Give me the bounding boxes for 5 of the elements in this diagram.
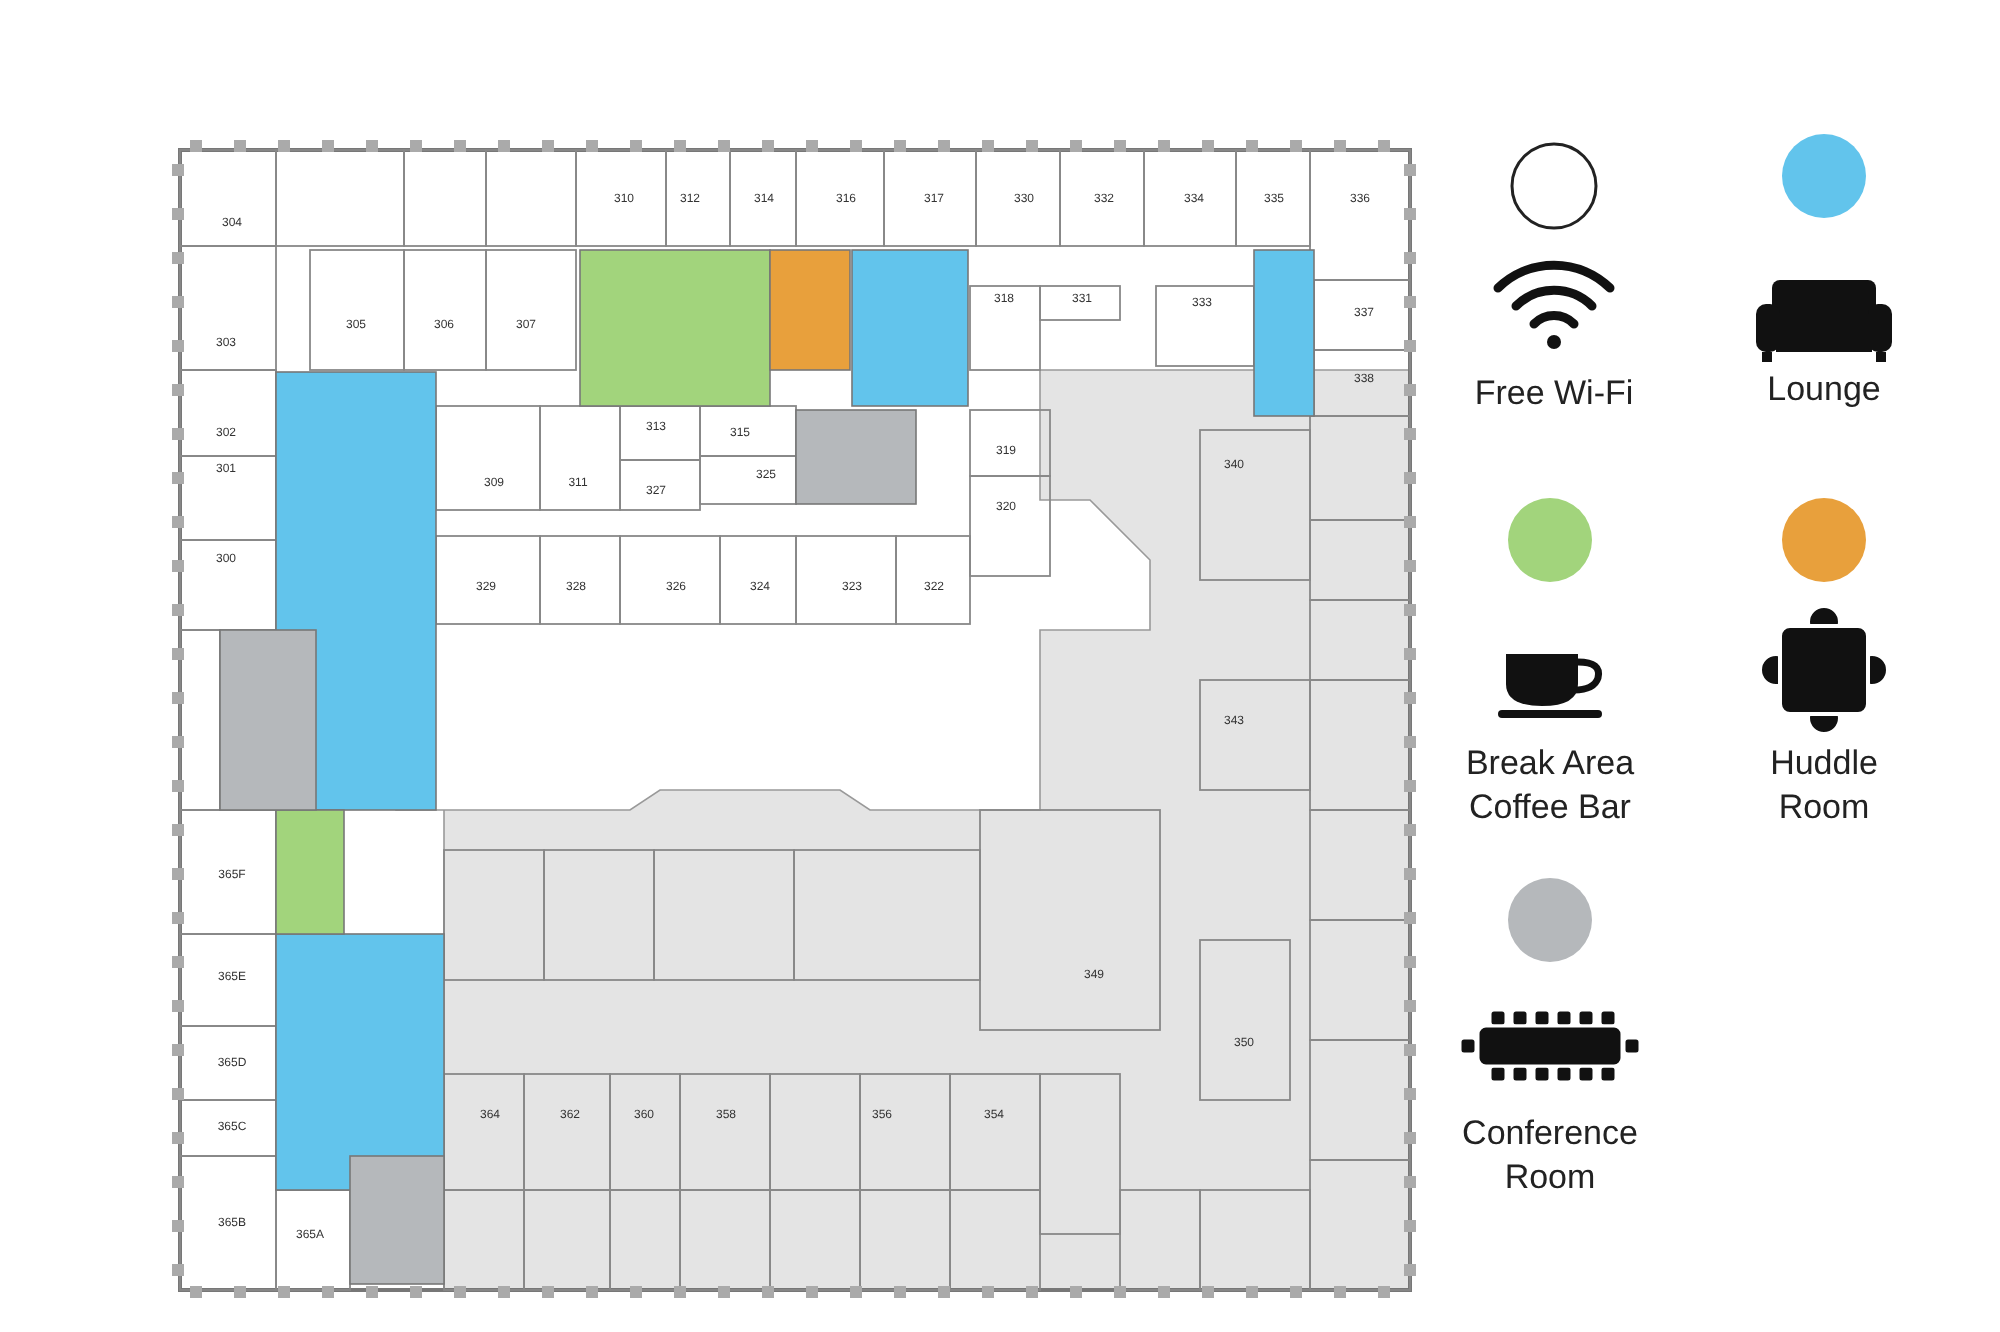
legend-label: Conference Room [1460,1112,1640,1200]
legend-label: Break Area Coffee Bar [1463,742,1637,830]
legend-label: Lounge [1765,368,1883,412]
legend-label: Free Wi-Fi [1472,372,1636,416]
legend-label: Huddle Room [1768,742,1880,830]
